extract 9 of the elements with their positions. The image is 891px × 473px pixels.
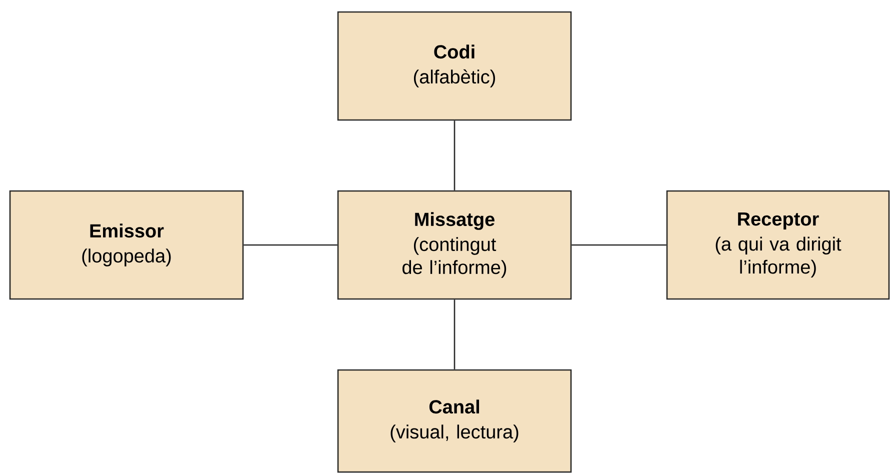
process-box: Emissor (logopeda) [9, 190, 244, 300]
process-box: Receptor (a qui va dirigit l’informe) [666, 190, 890, 300]
process-box: Canal (visual, lectura) [337, 369, 572, 473]
process-box: Missatge (contingut de l’informe) [337, 190, 572, 300]
connector-line [244, 244, 338, 246]
connector-line [572, 244, 666, 246]
process-box: Codi (alfabètic) [337, 11, 572, 121]
connector-line [454, 300, 456, 370]
connector-line [454, 120, 456, 190]
